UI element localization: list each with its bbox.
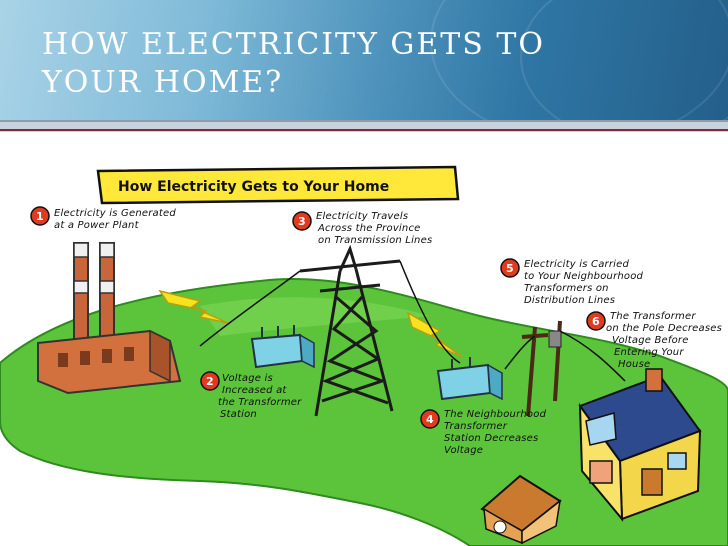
step-6-text-line4: Entering Your	[614, 347, 684, 358]
transmission-line	[399, 260, 461, 364]
step-4-label: 4 The Neighbourhood Transformer Station …	[420, 409, 547, 456]
step-5-text-line1: Electricity is Carried	[524, 259, 629, 270]
slide-title-line1: HOW ELECTRICITY GETS TO	[42, 27, 545, 62]
power-plant	[37, 242, 182, 395]
pole-transformer	[548, 330, 562, 348]
step-6-number: 6	[592, 315, 600, 328]
grass-highlight	[200, 297, 430, 336]
step-2-text-line3: the Transformer	[218, 397, 302, 408]
step-3-text-line2: Across the Province	[317, 223, 421, 234]
step-1-text-line2: at a Power Plant	[54, 220, 140, 231]
header-decoration	[520, 0, 728, 120]
step-6-text-line5: House	[618, 359, 650, 370]
step-1-label: 1 Electricity is Generated at a Power Pl…	[30, 206, 176, 231]
step-2-label: 2 Voltage is Increased at the Transforme…	[200, 371, 302, 420]
step-3-text-line1: Electricity Travels	[316, 211, 408, 222]
step-3-label: 3 Electricity Travels Across the Provinc…	[292, 211, 432, 246]
step-2-text-line1: Voltage is	[222, 373, 273, 384]
step-1-number: 1	[36, 210, 44, 223]
step-4-text-line4: Voltage	[444, 445, 483, 456]
banner-text: How Electricity Gets to Your Home	[118, 179, 389, 195]
step-5-text-line2: to Your Neighbourhood	[524, 271, 644, 282]
lightning-bolt-2	[406, 311, 463, 358]
distribution-line	[559, 330, 626, 382]
slide-header: HOW ELECTRICITY GETS TO YOUR HOME?	[0, 0, 728, 120]
transmission-line	[199, 270, 301, 347]
grass-field	[0, 278, 728, 546]
header-divider-accent	[0, 129, 728, 131]
step-3-number: 3	[298, 215, 306, 228]
electricity-diagram: How Electricity Gets to Your Home	[0, 165, 728, 546]
transformer-station-2	[436, 357, 503, 401]
step-6-text-line1: The Transformer	[610, 311, 696, 322]
step-5-text-line4: Distribution Lines	[524, 295, 615, 306]
step-4-text-line1: The Neighbourhood	[444, 409, 547, 420]
slide-title-line2: YOUR HOME?	[42, 65, 284, 100]
step-6-text-line2: on the Pole Decreases	[606, 323, 722, 334]
step-2-number: 2	[206, 375, 214, 388]
step-2-text-line4: Station	[220, 409, 257, 420]
diagram-banner: How Electricity Gets to Your Home	[96, 165, 460, 205]
lightning-bolt-1	[158, 289, 229, 324]
transformer-station-1	[250, 325, 315, 369]
step-2-text-line2: Increased at	[222, 385, 287, 396]
step-6-text-line3: Voltage Before	[612, 335, 689, 346]
step-4-text-line3: Station Decreases	[444, 433, 538, 444]
distribution-line	[504, 335, 536, 370]
step-5-label: 5 Electricity is Carried to Your Neighbo…	[500, 258, 644, 306]
transmission-tower	[299, 244, 401, 417]
step-4-number: 4	[426, 413, 434, 426]
house	[578, 368, 702, 522]
step-5-number: 5	[506, 262, 514, 275]
step-3-text-line3: on Transmission Lines	[318, 235, 432, 246]
step-1-text-line1: Electricity is Generated	[54, 208, 176, 219]
step-5-text-line3: Transformers on	[524, 283, 609, 294]
step-4-text-line2: Transformer	[444, 421, 508, 432]
doghouse	[480, 474, 562, 545]
slide-title: HOW ELECTRICITY GETS TO YOUR HOME?	[42, 26, 545, 102]
step-6-label: 6 The Transformer on the Pole Decreases …	[586, 311, 722, 370]
